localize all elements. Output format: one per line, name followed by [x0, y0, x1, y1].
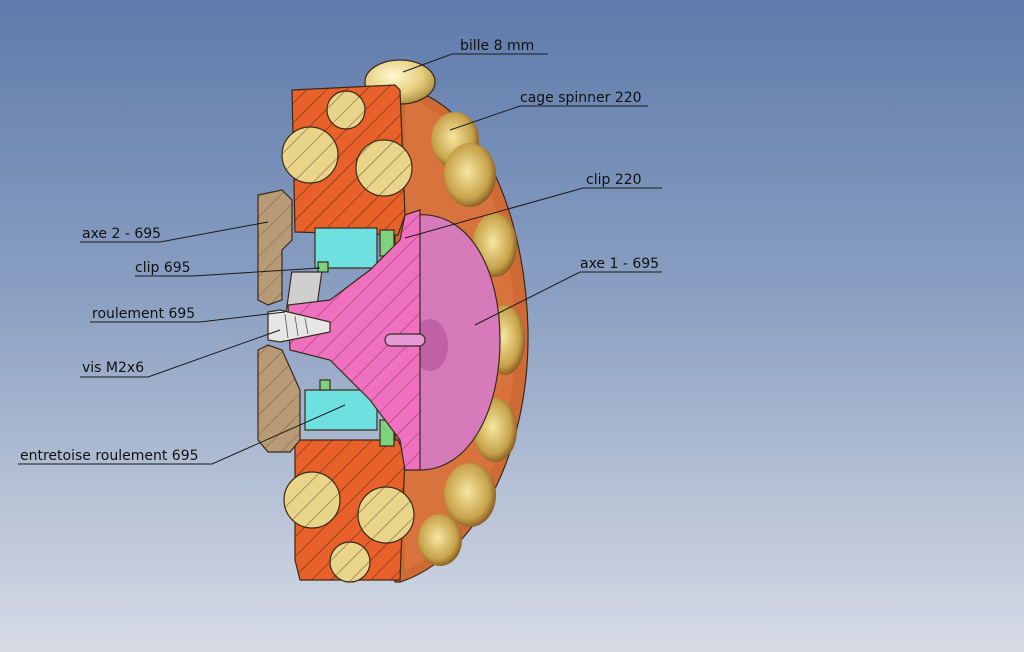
- label-vis: vis M2x6: [82, 360, 144, 376]
- label-clip695: clip 695: [135, 260, 191, 276]
- label-entretoise: entretoise roulement 695: [20, 448, 199, 464]
- screw-m2x6: [267, 309, 331, 343]
- axe1-section: [287, 209, 426, 471]
- label-roulement: roulement 695: [92, 306, 195, 322]
- leader-lines: [18, 53, 662, 465]
- axe1-695: [404, 214, 501, 471]
- cage-section: [281, 84, 415, 583]
- label-cage: cage spinner 220: [520, 90, 642, 106]
- label-clip220: clip 220: [586, 172, 642, 188]
- axe2-695: [257, 189, 301, 453]
- label-bille: bille 8 mm: [460, 38, 534, 54]
- label-axe2: axe 2 - 695: [82, 226, 161, 242]
- label-axe1: axe 1 - 695: [580, 256, 659, 272]
